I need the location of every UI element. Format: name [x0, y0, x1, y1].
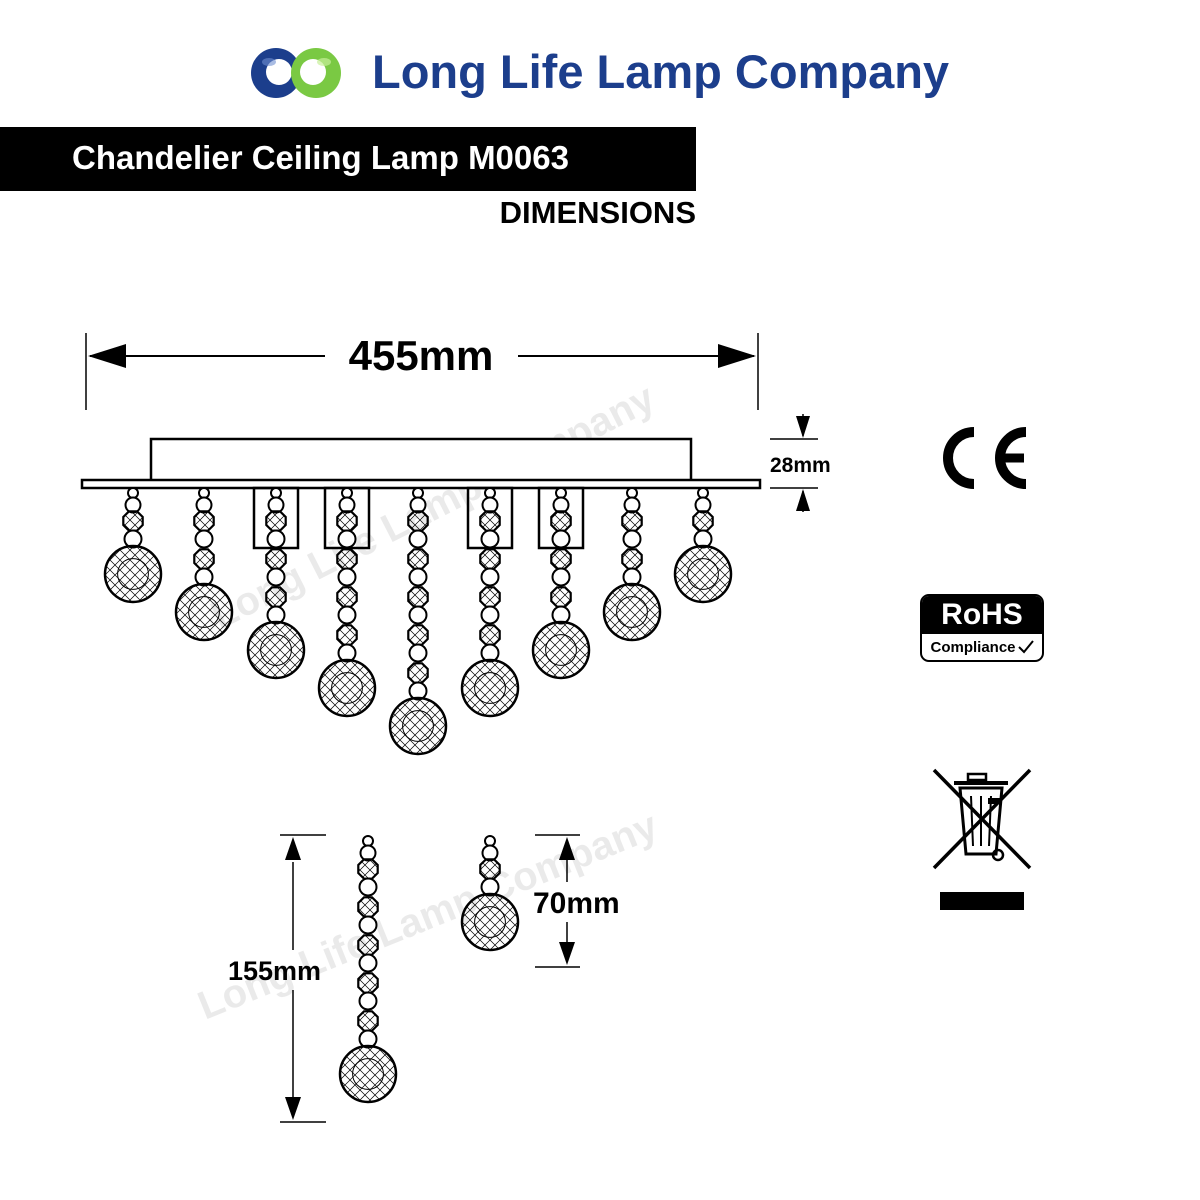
company-name: Long Life Lamp Company — [372, 45, 950, 98]
crystal-strand — [103, 487, 163, 604]
crystal-strand — [602, 487, 662, 642]
crystal-strand — [338, 835, 398, 1104]
crystal-strand — [388, 487, 448, 756]
section-subtitle: DIMENSIONS — [499, 195, 696, 230]
short-drop-label: 70mm — [533, 887, 620, 920]
width-dimension: 455mm — [85, 332, 759, 410]
rohs-title: RoHS — [922, 596, 1042, 634]
product-title: Chandelier Ceiling Lamp M0063 — [72, 139, 569, 176]
rohs-badge: RoHS Compliance — [920, 594, 1044, 662]
crystal-strand — [460, 487, 520, 718]
crystal-strand — [531, 487, 591, 680]
rohs-subtitle: Compliance — [930, 638, 1016, 656]
width-label: 455mm — [349, 332, 494, 379]
check-icon — [1017, 640, 1034, 654]
crystal-strand — [246, 487, 306, 680]
long-drop-detail — [338, 835, 398, 1104]
height-label: 28mm — [770, 454, 831, 477]
crystal-strand — [317, 487, 377, 718]
header: Long Life Lamp Company — [0, 0, 1200, 125]
crystal-strands — [103, 487, 733, 756]
short-drop-detail — [460, 835, 520, 952]
long-drop-label: 155mm — [228, 956, 321, 986]
short-drop-dimension: 70mm — [533, 834, 620, 968]
crystal-strand — [460, 835, 520, 952]
crossed-out-wheelie-bin-icon — [932, 768, 1032, 910]
product-title-bar: Chandelier Ceiling Lamp M0063 — [0, 127, 696, 191]
long-drop-dimension: 155mm — [228, 834, 326, 1123]
crystal-strand — [673, 487, 733, 604]
company-logo-icon — [251, 48, 341, 98]
crystal-strand — [174, 487, 234, 642]
ce-mark-icon: CE — [943, 427, 1027, 489]
lamp-body — [80, 437, 762, 550]
height-dimension: 28mm — [770, 414, 831, 512]
